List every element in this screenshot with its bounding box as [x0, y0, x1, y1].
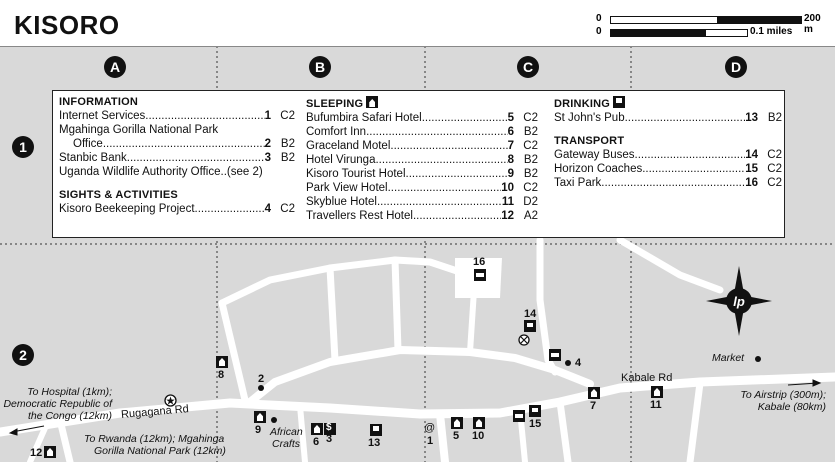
african-crafts-label-2: Crafts [272, 438, 301, 450]
legend-item: Skyblue Hotel11D2 [306, 195, 538, 209]
grid-col-a: A [104, 56, 126, 78]
grid-row-1: 1 [12, 136, 34, 158]
house-icon [473, 417, 485, 429]
taxi-icon [549, 349, 561, 361]
scale-bar: 0 0 200 m 0.1 miles [596, 13, 832, 41]
legend-item: Horizon Coaches15C2 [554, 162, 782, 176]
legend-item: St John's Pub13B2 [554, 111, 782, 125]
taxi-icon [513, 410, 525, 422]
point-marker [271, 417, 277, 423]
marker-2-label: 2 [258, 373, 265, 385]
legend-item: Taxi Park16C2 [554, 176, 782, 190]
internet-icon: @ [424, 422, 436, 434]
marker-11-label: 11 [650, 399, 662, 411]
legend-item-continued: Office2B2 [59, 137, 295, 151]
point-marker [258, 385, 264, 391]
legend-item: Uganda Wildlife Authority Office..(see 2… [59, 166, 263, 178]
market-label: Market [712, 352, 745, 364]
legend-item: Stanbic Bank3B2 [59, 151, 295, 165]
house-icon [451, 417, 463, 429]
scale-label-miles: 0.1 miles [750, 26, 793, 37]
map-legend: INFORMATION Internet Services1C2 Mgahing… [52, 90, 785, 238]
house-icon [254, 411, 266, 423]
legend-column-2: SLEEPING Bufumbira Safari Hotel5C2 Comfo… [306, 96, 538, 223]
legend-item: Park View Hotel10C2 [306, 181, 538, 195]
african-crafts-label: African [270, 426, 303, 438]
house-icon [216, 356, 228, 368]
house-icon [44, 446, 56, 458]
scale-zero-mi: 0 [596, 26, 602, 37]
legend-item: Kisoro Tourist Hotel9B2 [306, 167, 538, 181]
legend-item: Bufumbira Safari Hotel5C2 [306, 111, 538, 125]
svg-text:lp: lp [733, 294, 745, 309]
marker-10-label: 10 [472, 430, 485, 442]
grid-col-c: C [517, 56, 539, 78]
cup-icon [370, 424, 382, 436]
legend-item: Travellers Rest Hotel12A2 [306, 209, 538, 223]
marker-12-label: 12 [30, 447, 43, 459]
compass-icon: lp [706, 266, 772, 336]
marker-9-label: 9 [255, 424, 262, 436]
marker-7-label: 7 [590, 400, 597, 412]
grid-lines [0, 46, 835, 462]
legend-item: Kisoro Beekeeping Project4C2 [59, 202, 295, 216]
marker-4-label: 4 [575, 357, 582, 369]
post-office-icon [518, 334, 530, 346]
scale-meters-bar [610, 16, 802, 24]
grid-col-d: D [725, 56, 747, 78]
map-header: KISORO 0 0 200 m 0.1 miles [0, 0, 835, 47]
house-icon [651, 386, 663, 398]
road-label-kabale: Kabale Rd [621, 372, 673, 384]
to-airstrip-label: To Airstrip (300m); Kabale (80km) [740, 389, 826, 413]
bus-icon [529, 405, 541, 417]
legend-heading-information: INFORMATION [59, 96, 138, 108]
legend-item: Hotel Virunga8B2 [306, 153, 538, 167]
scale-miles-bar [610, 29, 748, 37]
marker-5-label: 5 [453, 430, 460, 442]
legend-column-1: INFORMATION Internet Services1C2 Mgahing… [59, 96, 295, 216]
grid-row-2: 2 [12, 344, 34, 366]
legend-column-3: DRINKING St John's Pub13B2 TRANSPORT Gat… [554, 96, 782, 190]
marker-1-label: 1 [427, 435, 434, 447]
sight-icon [164, 394, 177, 407]
map-title: KISORO [14, 10, 120, 40]
legend-heading-sights: SIGHTS & ACTIVITIES [59, 189, 178, 201]
bus-icon [524, 320, 536, 332]
legend-heading-transport: TRANSPORT [554, 135, 625, 147]
cup-icon [613, 96, 625, 108]
legend-item: Gateway Buses14C2 [554, 148, 782, 162]
to-rwanda-label: To Rwanda (12km); Mgahinga Gorilla Natio… [84, 433, 226, 457]
bank-icon [324, 422, 336, 435]
to-hospital-label: To Hospital (1km); Democratic Republic o… [3, 386, 112, 422]
legend-item: Internet Services1C2 [59, 109, 295, 123]
marker-8-label: 8 [218, 369, 225, 381]
marker-16-label: 16 [473, 256, 486, 268]
marker-3-label: 3 [326, 433, 333, 445]
legend-heading-sleeping: SLEEPING [306, 96, 538, 110]
marker-14-label: 14 [524, 308, 537, 320]
taxi-icon [474, 269, 486, 281]
marker-6-label: 6 [313, 436, 320, 448]
grid-col-b: B [309, 56, 331, 78]
legend-item: Comfort Inn6B2 [306, 125, 538, 139]
marker-15-label: 15 [529, 418, 542, 430]
legend-item: Mgahinga Gorilla National Park [59, 124, 219, 136]
legend-heading-drinking: DRINKING [554, 96, 782, 110]
scale-zero-m: 0 [596, 13, 602, 24]
point-marker [565, 360, 571, 366]
market-marker [755, 356, 761, 362]
marker-13-label: 13 [368, 437, 381, 449]
scale-label-meters: 200 m [804, 13, 821, 35]
house-icon [311, 423, 323, 435]
house-icon [366, 96, 379, 108]
house-icon [588, 387, 600, 399]
legend-item: Graceland Motel7C2 [306, 139, 538, 153]
